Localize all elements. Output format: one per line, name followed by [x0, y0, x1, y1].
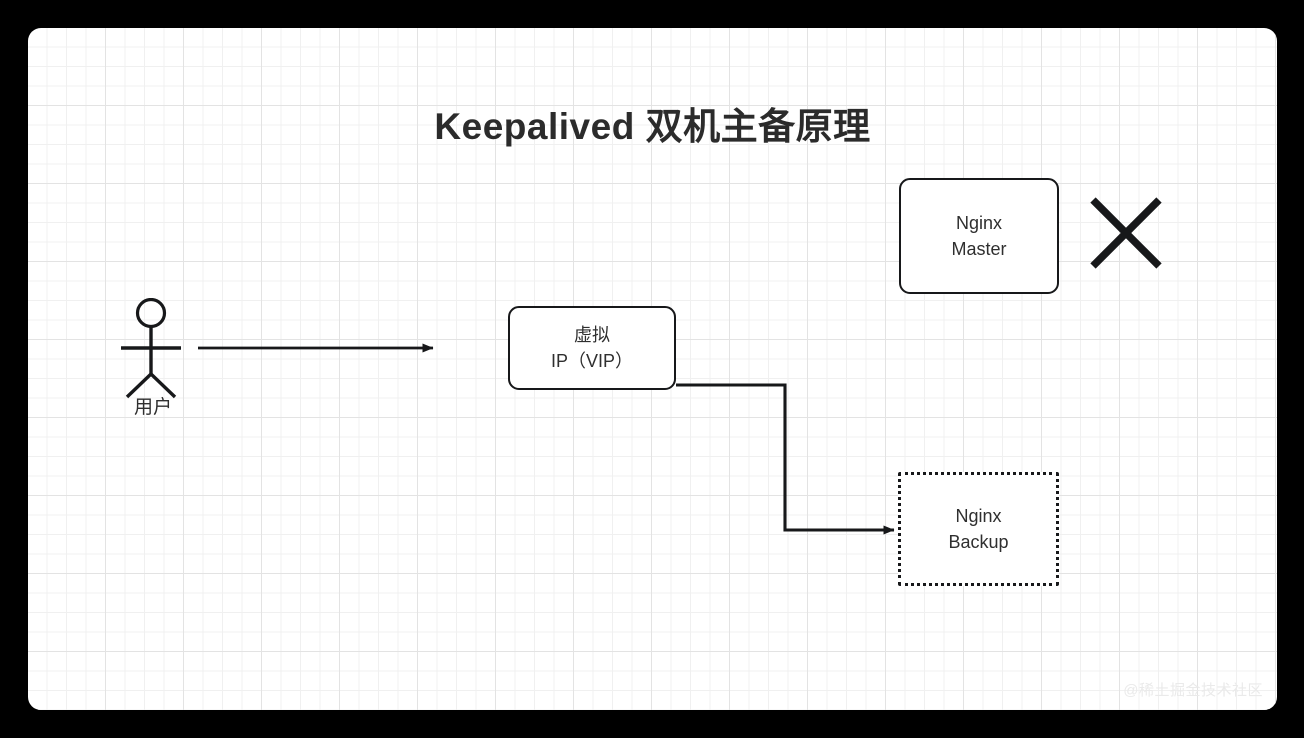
node-nginx-backup[interactable]: Nginx Backup	[898, 472, 1059, 586]
node-nginx-backup-line2: Backup	[948, 532, 1009, 552]
diagram-canvas: Keepalived 双机主备原理 用户 虚拟 IP（VIP）	[28, 28, 1277, 710]
actor-user-icon	[121, 298, 181, 399]
page-title: Keepalived 双机主备原理	[434, 106, 871, 147]
x-cross-icon	[1090, 197, 1162, 269]
node-nginx-master[interactable]: Nginx Master	[899, 178, 1059, 294]
watermark: @稀土掘金技术社区	[1123, 682, 1263, 699]
node-virtual-ip-line1: 虚拟	[574, 324, 610, 345]
node-virtual-ip-line2: IP（VIP）	[550, 351, 634, 371]
node-nginx-backup-line1: Nginx	[955, 505, 1002, 526]
node-nginx-master-line2: Master	[951, 239, 1007, 259]
actor-user-label: 用户	[133, 397, 172, 418]
connector-vip-to-backup	[676, 383, 895, 535]
node-virtual-ip[interactable]: 虚拟 IP（VIP）	[508, 306, 676, 390]
node-nginx-master-line1: Nginx	[955, 212, 1003, 233]
